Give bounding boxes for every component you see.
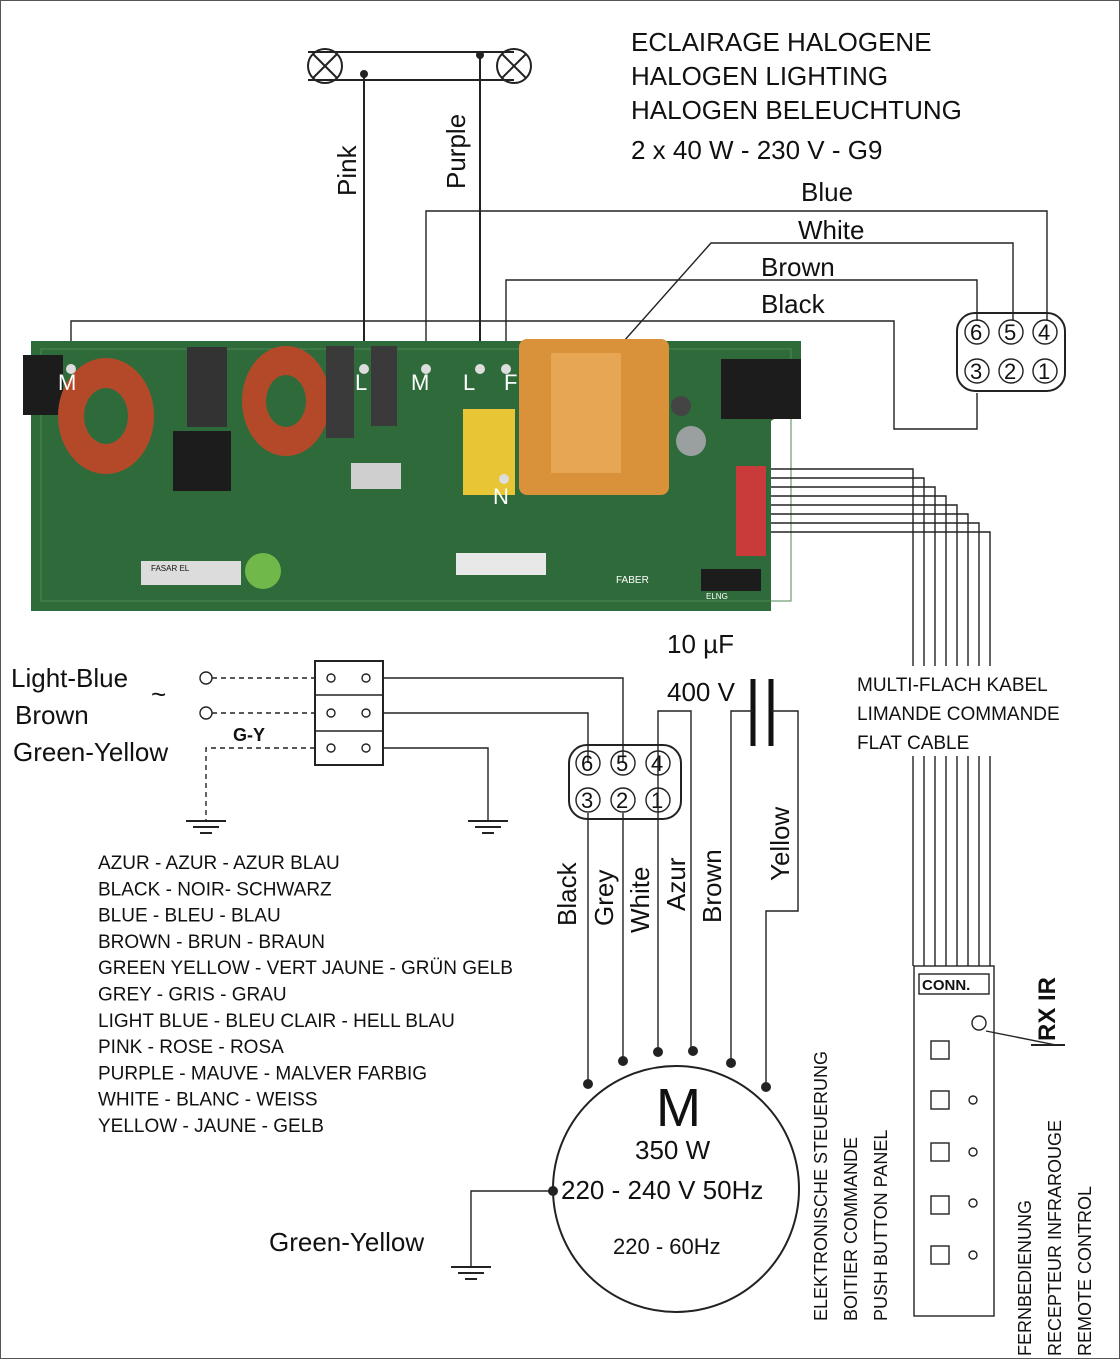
lighting-line-1: ECLAIRAGE HALOGENE (631, 27, 932, 57)
flat-cable (771, 468, 991, 966)
legend-entry: GREEN YELLOW - VERT JAUNE - GRÜN GELB (98, 958, 513, 979)
lighting-line-3: HALOGEN BELEUCHTUNG (631, 95, 962, 125)
terminal-label: M (411, 370, 429, 395)
pin-label: 2 (616, 788, 628, 813)
flat-cable-line-3: FLAT CABLE (857, 733, 969, 754)
remote-label-2: RECEPTEUR INFRAROUGE (1045, 1120, 1065, 1356)
panel-label-3: PUSH BUTTON PANEL (871, 1130, 891, 1321)
mains-input: ~ Light-Blue Brown Green-Yellow G-Y (11, 660, 624, 834)
motor-symbol: M (656, 1078, 701, 1138)
legend-entry: PURPLE - MAUVE - MALVER FARBIG (98, 1063, 427, 1084)
terminal-label: L (355, 370, 367, 395)
wire-label-black: Black (761, 289, 826, 319)
pin-label: 5 (1004, 320, 1016, 345)
terminal-label: M (58, 370, 76, 395)
halogen-lamps (307, 48, 532, 373)
wire-label-purple: Purple (441, 114, 471, 189)
flat-cable-line-2: LIMANDE COMMANDE (857, 704, 1060, 725)
lamp-icon (496, 48, 532, 84)
remote-label-1: FERNBEDIENUNG (1015, 1200, 1035, 1356)
conn-label: CONN. (922, 977, 970, 994)
board-mark: FABER (616, 575, 649, 586)
capacitor-value: 10 µF (667, 629, 734, 659)
legend-entry: AZUR - AZUR - AZUR BLAU (98, 853, 340, 874)
pin-label: 6 (970, 320, 982, 345)
flat-cable-wire (771, 531, 991, 966)
pin-label: 3 (581, 788, 593, 813)
wire-label-brown: Brown (761, 252, 835, 282)
flat-cable-wire (771, 495, 947, 966)
legend-entry: BLUE - BLEU - BLAU (98, 906, 281, 927)
connector-motor: 6 5 4 3 2 1 (568, 744, 682, 820)
wire-label-brown: Brown (697, 849, 727, 923)
flat-cable-wire (771, 486, 936, 966)
wire-label-blue: Blue (801, 177, 853, 207)
terminal-label: F (504, 370, 517, 395)
flat-cable-wire (771, 468, 914, 966)
lighting-line-4: 2 x 40 W - 230 V - G9 (631, 135, 882, 165)
top-wires (70, 210, 1048, 477)
flat-cable-line-1: MULTI-FLACH KABEL (857, 675, 1048, 696)
lighting-line-2: HALOGEN LIGHTING (631, 61, 888, 91)
legend-entry: GREY - GRIS - GRAU (98, 985, 287, 1006)
rx-ir-label: RX IR (1034, 977, 1061, 1041)
tilde-symbol: ~ (151, 679, 166, 709)
label-green-yellow: Green-Yellow (13, 737, 168, 767)
motor-voltage: 220 - 240 V 50Hz (561, 1175, 763, 1205)
pin-label: 2 (1004, 359, 1016, 384)
flat-cable-labels: MULTI-FLACH KABEL LIMANDE COMMANDE FLAT … (851, 666, 1096, 756)
label-light-blue: Light-Blue (11, 663, 128, 693)
pin-label: 4 (651, 751, 663, 776)
wire-label-black: Black (552, 861, 582, 926)
pin-label: 1 (651, 788, 663, 813)
legend-entry: LIGHT BLUE - BLEU CLAIR - HELL BLAU (98, 1011, 455, 1032)
wire-label-yellow: Yellow (765, 807, 795, 881)
ir-receiver-icon (971, 1015, 987, 1031)
wire-label-grey: Grey (589, 870, 619, 926)
top-labels: ECLAIRAGE HALOGENE HALOGEN LIGHTING HALO… (332, 27, 962, 319)
flat-cable-wire (771, 513, 969, 966)
connector-top: 6 5 4 3 2 1 (956, 312, 1066, 392)
legend-entry: PINK - ROSE - ROSA (98, 1037, 284, 1058)
control-board: FASAR EL FABER ELNG M L M L F N (23, 339, 801, 611)
wire-label-white: White (625, 867, 655, 933)
color-legend: AZUR - AZUR - AZUR BLAU BLACK - NOIR- SCH… (98, 853, 513, 1137)
pin-label: 6 (581, 751, 593, 776)
push-button-panel: CONN. RX IR ELEKTRONISCHE STEUERUNG BOIT… (811, 965, 1095, 1356)
wire-label-white: White (798, 215, 864, 245)
wire-label-azur: Azur (661, 857, 691, 911)
motor-ground-label: Green-Yellow (269, 1227, 424, 1257)
legend-entry: YELLOW - JAUNE - GELB (98, 1116, 324, 1137)
wire-label-pink: Pink (332, 144, 362, 196)
remote-label-3: REMOTE CONTROL (1075, 1186, 1095, 1356)
lamp-icon (307, 48, 343, 84)
legend-entry: WHITE - BLANC - WEISS (98, 1090, 318, 1111)
capacitor: 10 µF 400 V (657, 629, 799, 1086)
motor-power: 350 W (635, 1135, 711, 1165)
terminal-label: N (493, 484, 509, 509)
terminal-label: L (463, 370, 475, 395)
pin-label: 4 (1038, 320, 1050, 345)
legend-entry: BROWN - BRUN - BRAUN (98, 932, 325, 953)
label-brown: Brown (15, 700, 89, 730)
flat-cable-wire (771, 522, 980, 966)
board-mark: ELNG (706, 592, 728, 601)
capacitor-voltage: 400 V (667, 677, 736, 707)
flat-cable-wire (771, 504, 958, 966)
legend-entry: BLACK - NOIR- SCHWARZ (98, 879, 332, 900)
board-mark: FASAR EL (151, 564, 190, 573)
flat-cable-wire (771, 477, 925, 966)
pin-label: 1 (1038, 359, 1050, 384)
pin-label: 3 (970, 359, 982, 384)
motor-alt-frequency: 220 - 60Hz (613, 1234, 721, 1259)
motor-wires: Black Grey White Azur Brown Yellow (552, 807, 795, 1092)
panel-label-1: ELEKTRONISCHE STEUERUNG (811, 1051, 831, 1321)
label-gy: G-Y (233, 725, 265, 745)
panel-label-2: BOITIER COMMANDE (841, 1137, 861, 1321)
pin-label: 5 (616, 751, 628, 776)
motor: M 350 W 220 - 240 V 50Hz 220 - 60Hz Gree… (269, 1065, 800, 1313)
